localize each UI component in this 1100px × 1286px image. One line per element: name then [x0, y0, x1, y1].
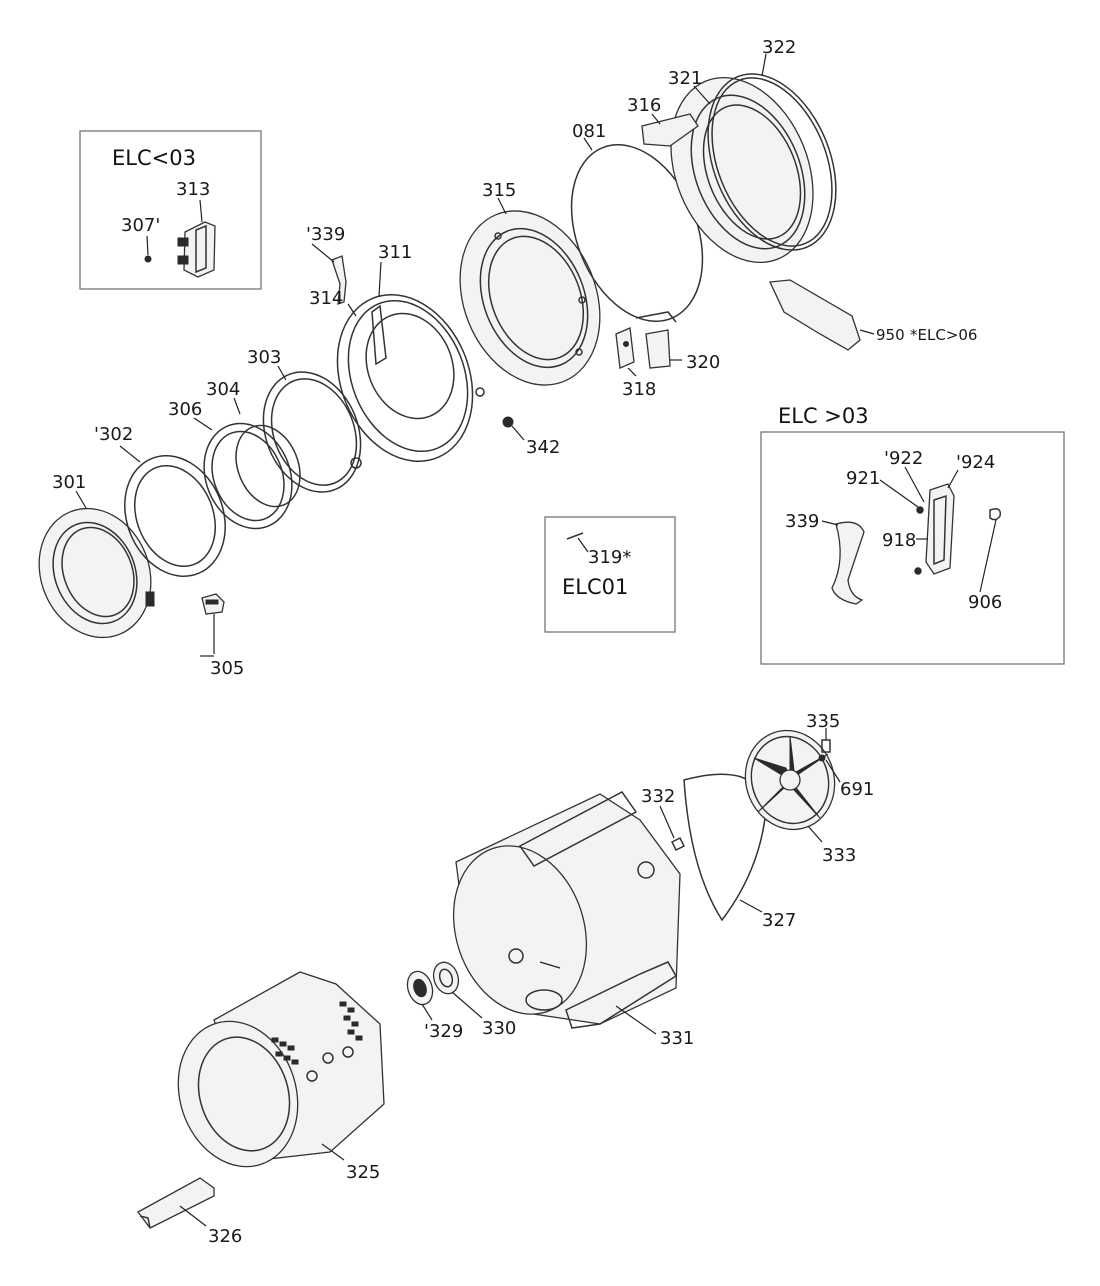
label-924: '924 — [956, 452, 995, 473]
part-315-hinge-ring — [459, 197, 601, 386]
part-339-handle-upper — [311, 243, 347, 305]
drum-perforations — [271, 1001, 363, 1082]
label-314: 314 — [309, 288, 343, 309]
label-329: '329 — [424, 1021, 463, 1042]
label-906: 906 — [968, 592, 1002, 613]
label-302: '302 — [94, 424, 133, 445]
part-306-door-glass — [193, 397, 301, 530]
part-320-connector — [645, 329, 682, 369]
label-921: 921 — [846, 468, 880, 489]
part-332-gasket — [659, 805, 686, 852]
label-321: 321 — [668, 68, 702, 89]
part-305-hinge — [200, 593, 225, 657]
part-302-frame — [119, 445, 226, 577]
part-921-screw — [916, 506, 924, 514]
part-313-bracket — [183, 221, 216, 278]
label-307: 307' — [121, 215, 160, 236]
part-339-handle — [831, 521, 865, 605]
label-313: 313 — [176, 179, 210, 200]
inset-box-elc01: 319* ELC01 — [544, 516, 676, 633]
label-081: 081 — [572, 121, 606, 142]
door-assembly: 301 '302 306 304 303 305 '339 314 311 31… — [38, 37, 977, 679]
label-319: 319* — [588, 547, 631, 568]
label-301: 301 — [52, 472, 86, 493]
tub-assembly: 325 326 '329 330 331 332 327 333 335 691 — [137, 711, 874, 1247]
label-318: 318 — [622, 379, 656, 400]
part-342-knob — [502, 416, 525, 441]
label-950-note: *ELC>06 — [910, 326, 977, 344]
label-339-upper: '339 — [306, 224, 345, 245]
part-691-washer — [818, 754, 841, 783]
part-307-screw — [144, 255, 152, 263]
part-950-bracket — [769, 279, 875, 351]
label-335: 335 — [806, 711, 840, 732]
part-321-tub-front — [641, 76, 814, 264]
part-319-pin — [566, 532, 584, 540]
part-322-gasket — [707, 53, 837, 251]
part-333-spider — [744, 729, 836, 843]
label-342: 342 — [526, 437, 560, 458]
part-316-bracket — [641, 113, 699, 147]
part-329-seal — [406, 970, 434, 1021]
inset-title-elc-lt-03: ELC<03 — [112, 146, 196, 170]
part-331-tub — [452, 791, 681, 1035]
inset-title-elc-gt-03: ELC >03 — [778, 404, 869, 428]
part-924-lock-body — [925, 483, 955, 575]
label-325: 325 — [346, 1162, 380, 1183]
label-332: 332 — [641, 786, 675, 807]
label-333: 333 — [822, 845, 856, 866]
label-320: 320 — [686, 352, 720, 373]
label-322: 322 — [762, 37, 796, 58]
part-326-lifter — [137, 1177, 215, 1229]
label-922: '922 — [884, 448, 923, 469]
part-303-inner-frame — [262, 365, 362, 493]
label-326: 326 — [208, 1226, 242, 1247]
label-691: 691 — [840, 779, 874, 800]
inset-box-elc-gt-03: ELC >03 339 921 '922 '924 918 906 — [760, 404, 1065, 665]
label-306: 306 — [168, 399, 202, 420]
label-311: 311 — [378, 242, 412, 263]
part-906-spring — [989, 508, 1002, 521]
label-303: 303 — [247, 347, 281, 368]
inset-title-elc01: ELC01 — [562, 575, 628, 599]
inset-box-elc-lt-03: ELC<03 313 307' — [79, 130, 262, 290]
label-950: 950 — [876, 326, 905, 344]
part-314-ring — [336, 261, 485, 463]
label-327: 327 — [762, 910, 796, 931]
part-325-drum — [177, 971, 385, 1168]
label-339-inset: 339 — [785, 511, 819, 532]
label-305: 305 — [210, 658, 244, 679]
label-315: 315 — [482, 180, 516, 201]
part-318-lock — [615, 327, 637, 377]
label-331: 331 — [660, 1028, 694, 1049]
part-301-door-front — [38, 490, 155, 639]
part-330-bearing — [432, 961, 483, 1019]
label-304: 304 — [206, 379, 240, 400]
label-316: 316 — [627, 95, 661, 116]
label-918: 918 — [882, 530, 916, 551]
part-335-bolt — [821, 728, 831, 753]
label-330: 330 — [482, 1018, 516, 1039]
